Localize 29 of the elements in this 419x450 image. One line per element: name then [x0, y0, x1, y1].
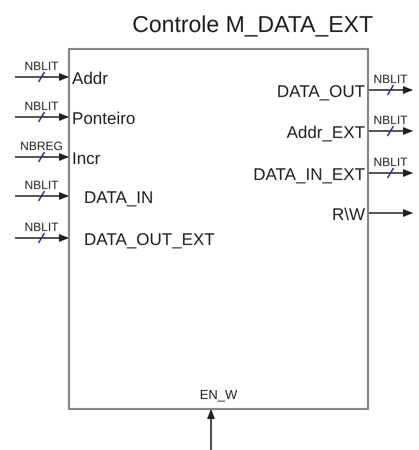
port-label: DATA_OUT_EXT	[84, 229, 215, 251]
port-label: Ponteiro	[72, 108, 136, 130]
signal-arrow	[369, 209, 413, 217]
port-label: DATA_IN_EXT	[253, 164, 365, 186]
port-label: DATA_IN	[84, 187, 154, 209]
signal-arrow	[15, 190, 69, 202]
bus-width-label: NBREG	[20, 140, 63, 153]
signal-arrow	[207, 409, 215, 450]
signal-arrow	[15, 72, 69, 82]
signal-arrow	[369, 168, 413, 178]
bus-width-label: NBLIT	[24, 221, 58, 234]
port-label: Addr_EXT	[286, 122, 365, 144]
bus-width-label: NBLIT	[374, 73, 408, 86]
signal-arrow	[15, 152, 69, 162]
port-label: EN_W	[200, 384, 238, 404]
signal-arrow	[15, 112, 69, 122]
signal-arrow	[15, 232, 69, 244]
bus-width-label: NBLIT	[374, 156, 408, 169]
signal-arrow	[369, 84, 413, 96]
bus-width-label: NBLIT	[24, 179, 58, 192]
port-label: Incr	[72, 148, 100, 170]
port-label: Addr	[72, 68, 108, 90]
bus-width-label: NBLIT	[24, 100, 58, 113]
bus-width-label: NBLIT	[374, 114, 408, 127]
signal-arrow	[369, 126, 413, 136]
module-title: Controle M_DATA_EXT	[132, 10, 373, 38]
port-label: R\W	[332, 204, 365, 226]
bus-width-label: NBLIT	[24, 60, 58, 73]
port-label: DATA_OUT	[276, 81, 365, 103]
